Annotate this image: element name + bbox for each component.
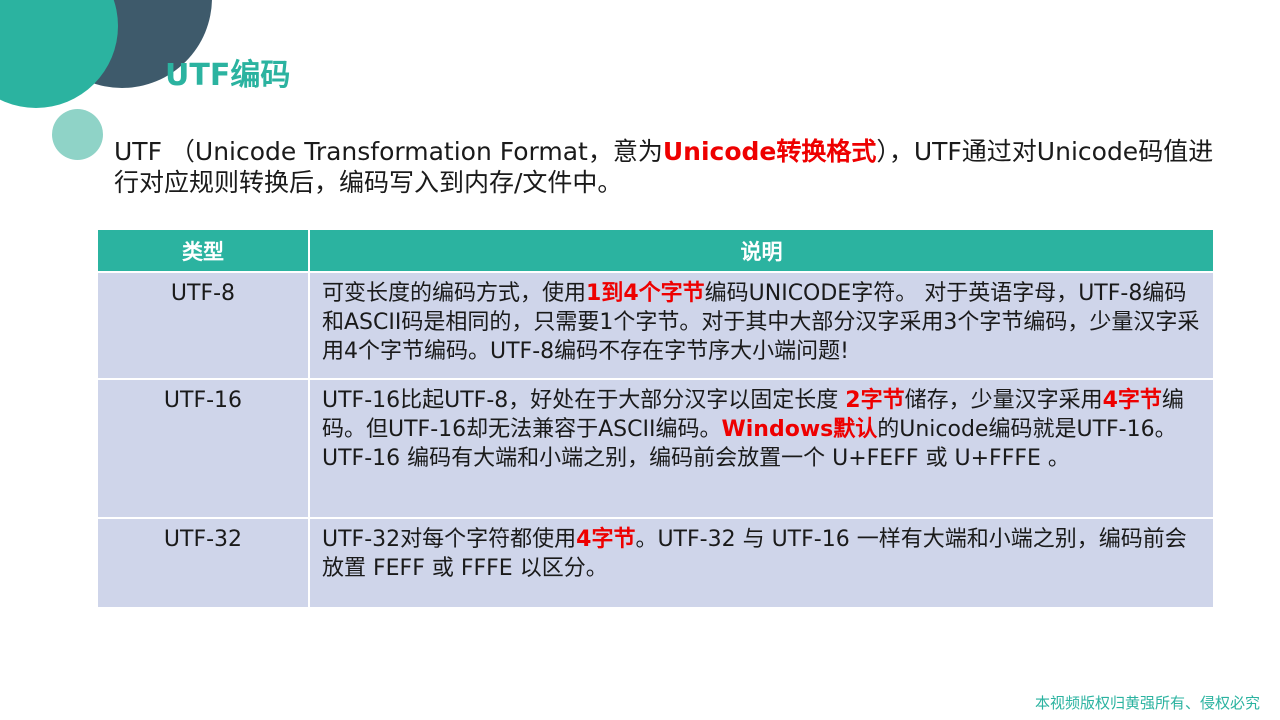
intro-paragraph: UTF （Unicode Transformation Format，意为Uni…: [114, 136, 1224, 198]
header-desc: 说明: [309, 230, 1213, 272]
cell-desc: 可变长度的编码方式，使用1到4个字节编码UNICODE字符。 对于英语字母，UT…: [309, 271, 1213, 379]
cell-type: UTF-32: [98, 517, 310, 607]
slide-title: UTF编码: [165, 58, 291, 93]
desc-text: 编码UNICODE字符。 对于英语字母，UTF-8编码和ASCII码是相同的，只…: [322, 281, 1200, 364]
table-row: UTF-16 UTF-16比起UTF-8，好处在于大部分汉字以固定长度 2字节储…: [98, 378, 1213, 518]
header-type: 类型: [98, 230, 310, 272]
cell-desc: UTF-16比起UTF-8，好处在于大部分汉字以固定长度 2字节储存，少量汉字采…: [309, 378, 1213, 518]
desc-highlight: 4字节: [576, 527, 636, 552]
cell-type: UTF-8: [98, 271, 310, 379]
decor-circle-small: [52, 109, 103, 160]
desc-text: 编码。但UTF-16却无法兼容于ASCII编码。: [322, 388, 1184, 442]
desc-text: 的Unicode编码就是UTF-16。 UTF-16 编码有大端和小端之别，编码…: [322, 417, 1177, 471]
desc-text: 可变长度的编码方式，使用: [322, 281, 587, 306]
desc-highlight: 1到4个字节: [586, 281, 705, 306]
desc-text: UTF-32对每个字符都使用: [322, 527, 577, 552]
cell-type: UTF-16: [98, 378, 310, 518]
cell-desc: UTF-32对每个字符都使用4字节。UTF-32 与 UTF-16 一样有大端和…: [309, 517, 1213, 607]
table-row: UTF-32 UTF-32对每个字符都使用4字节。UTF-32 与 UTF-16…: [98, 517, 1213, 607]
intro-text-part1: UTF （Unicode Transformation Format，意为: [114, 137, 663, 166]
intro-highlight: Unicode转换格式: [662, 137, 877, 166]
desc-highlight: 4字节: [1102, 388, 1162, 413]
desc-text: UTF-16比起UTF-8，好处在于大部分汉字以固定长度: [322, 388, 846, 413]
copyright-footer: 本视频版权归黄强所有、侵权必究: [1034, 694, 1260, 712]
intro-text-part2: ），UTF通过对Unicode码值进行对应规则转换后，编码写入到内存/文件中。: [114, 137, 1214, 197]
utf-table-container: 类型 说明 UTF-8 可变长度的编码方式，使用1到4个字节编码UNICODE字…: [98, 230, 1213, 607]
table-row: UTF-8 可变长度的编码方式，使用1到4个字节编码UNICODE字符。 对于英…: [98, 271, 1213, 379]
desc-highlight: Windows默认: [721, 417, 878, 442]
utf-table: 类型 说明 UTF-8 可变长度的编码方式，使用1到4个字节编码UNICODE字…: [98, 230, 1213, 607]
desc-text: 储存，少量汉字采用: [904, 388, 1103, 413]
desc-highlight: 2字节: [845, 388, 905, 413]
table-header-row: 类型 说明: [98, 230, 1213, 272]
decor-circle-teal: [0, 0, 118, 108]
desc-text: 。UTF-32 与 UTF-16 一样有大端和小端之别，编码前会放置 FEFF …: [322, 527, 1187, 581]
